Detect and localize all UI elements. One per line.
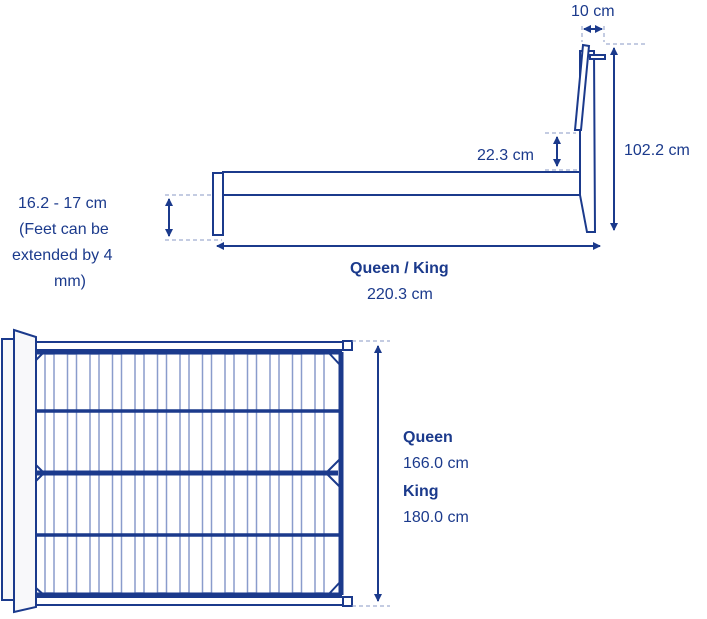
corner-post <box>342 340 353 351</box>
feet-note-line1: (Feet can be <box>19 221 109 238</box>
king-width: 180.0 cm <box>403 509 469 526</box>
outer-rail-bottom <box>35 596 345 606</box>
king-label: King <box>403 483 439 500</box>
outer-rail-top <box>35 341 345 351</box>
headboard-thickness-label: 10 cm <box>571 3 615 20</box>
length-label: Queen / King <box>350 260 449 277</box>
corner-post <box>342 596 353 607</box>
top-view: Queen 166.0 cm King 180.0 cm <box>1 328 469 614</box>
feet-height-label: 16.2 - 17 cm <box>18 195 107 212</box>
headboard-panel-top <box>13 328 37 614</box>
length-value: 220.3 cm <box>367 286 433 303</box>
headboard-height-label: 102.2 cm <box>624 142 690 159</box>
queen-label: Queen <box>403 429 453 446</box>
feet-note-line3: mm) <box>54 273 86 290</box>
queen-width: 166.0 cm <box>403 455 469 472</box>
headboard-gap-label: 22.3 cm <box>477 147 534 164</box>
feet-note-line2: extended by 4 <box>12 247 113 264</box>
headboard-panel <box>573 43 591 131</box>
footboard-post <box>212 172 224 236</box>
side-view: 10 cm 102.2 cm 22.3 cm 16.2 - 17 cm (Fee… <box>12 3 690 303</box>
corner-brackets <box>35 351 342 596</box>
headboard-cap <box>589 54 606 60</box>
headboard-top <box>1 338 15 601</box>
side-rail <box>222 171 582 196</box>
